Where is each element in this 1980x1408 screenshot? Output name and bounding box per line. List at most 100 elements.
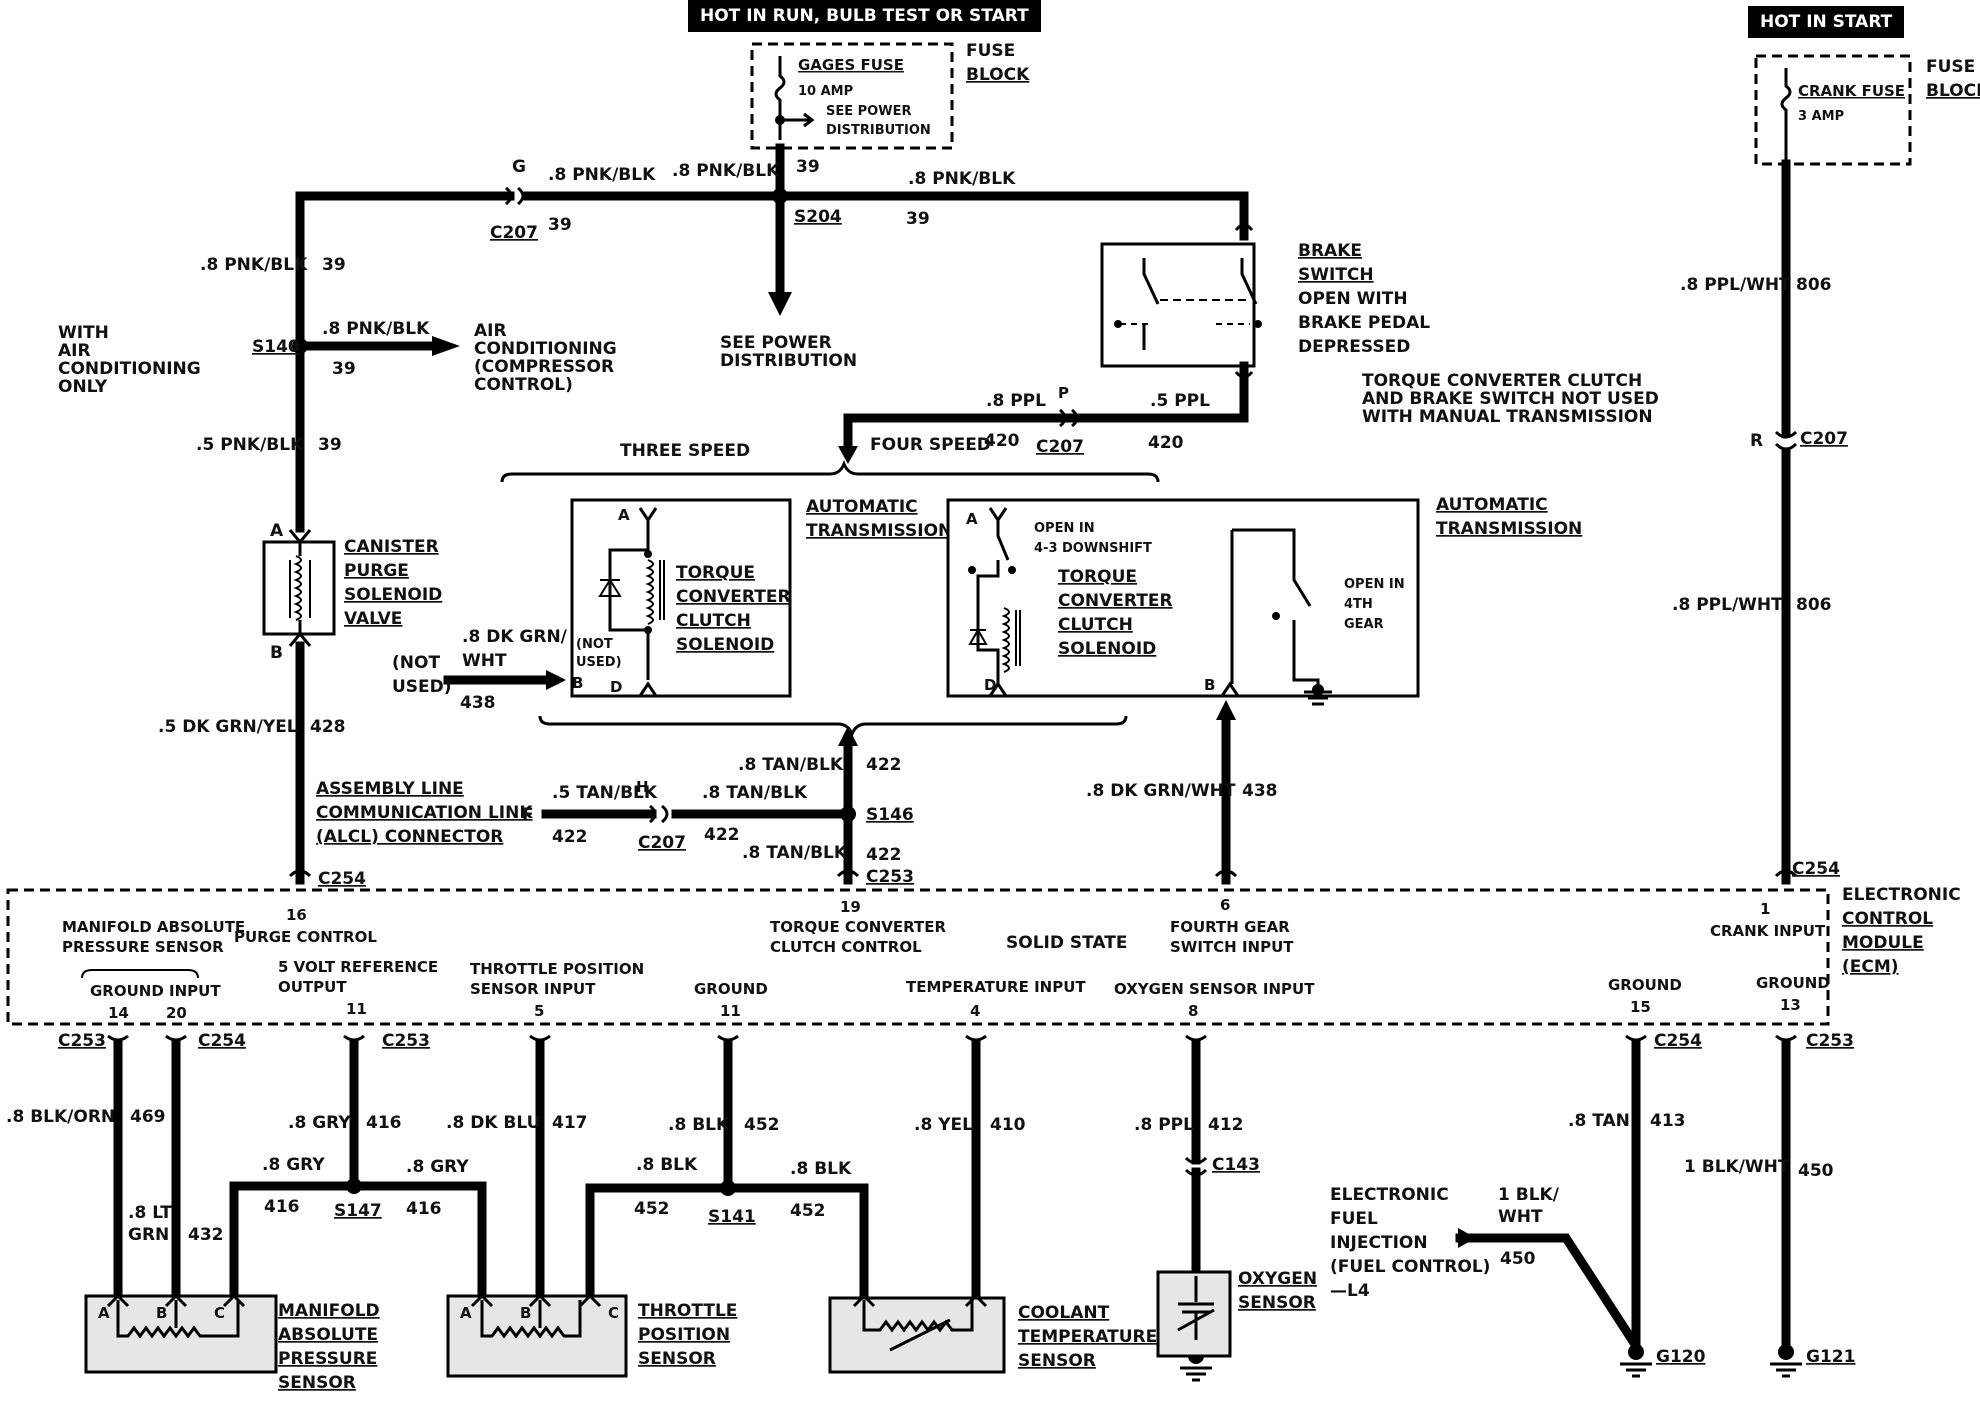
ecm-pin-13: 13 [1780,996,1801,1014]
efi-1: ELECTRONIC [1330,1185,1449,1205]
ecm-vref-1: 5 VOLT REFERENCE [278,958,438,976]
brake-line-3: OPEN WITH [1298,289,1408,309]
tps-sensor [446,1293,628,1378]
wire-432-2: GRN [128,1225,169,1245]
gages-fuse-block: GAGES FUSE 10 AMP SEE POWER DISTRIBUTION… [750,41,1030,150]
ground-g120-icon [1620,1344,1652,1378]
tcc3-line-1: TORQUE [676,563,755,583]
left-wire-top: .8 PNK/BLK [200,255,308,275]
ecm-tps-1: THROTTLE POSITION [470,960,644,978]
top-bus-wires [295,143,1254,316]
ecm-fourth-2: SWITCH INPUT [1170,938,1294,956]
ecm-pin-6: 6 [1220,896,1230,914]
crank-wire-low: .8 PPL/WHT [1672,595,1783,615]
ecm-pin-5: 5 [534,1002,544,1020]
see-power-2: DISTRIBUTION [720,351,857,371]
bus-connector-letter: G [512,157,526,177]
ecm-fourth-1: FOURTH GEAR [1170,918,1290,936]
splice-s141: S141 [708,1207,756,1227]
cts-label-1: COOLANT [1018,1303,1110,1323]
brake-wire-left: .8 PPL [986,391,1046,411]
hot-in-start-label: HOT IN START [1748,6,1905,38]
bottom-wires [107,1034,1797,1353]
wire-452-right: .8 BLK [790,1159,852,1179]
splice-s140: S140 [252,337,300,357]
wire-432-1: .8 LT [128,1203,172,1223]
bus-wire-right: .8 PNK/BLK [908,169,1016,189]
efi-4: (FUEL CONTROL) [1330,1257,1490,1277]
cts-label-3: SENSOR [1018,1351,1096,1371]
left-wire-lower: .5 PNK/BLK [196,435,304,455]
brake-line-2: SWITCH [1298,265,1374,285]
ac-line-4: CONTROL) [474,375,573,395]
map-sensor [84,1293,278,1374]
circuit-412: 412 [1208,1115,1244,1135]
wire-438-left [443,670,566,690]
ecm-box [6,888,1830,1026]
ecm-purge: PURGE CONTROL [234,928,377,946]
tcc-circuit-top: 422 [866,755,902,775]
circuit-416-left: 416 [264,1197,300,1217]
coolant-sensor [828,1293,1006,1374]
wire-416-right: .8 GRY [406,1157,469,1177]
canister-purge-solenoid [262,529,336,647]
tcc-connector-c207: C207 [638,833,686,853]
ground-g121-icon [1770,1344,1802,1378]
ecm-vref-2: OUTPUT [278,978,347,996]
ac-circuit: 39 [332,359,356,379]
left-branch-wires [288,191,460,885]
connector-c143: C143 [1212,1155,1260,1175]
tcc-circuit-low: 422 [866,845,902,865]
brake-circuit-left: 420 [984,431,1020,451]
map-label-1: MANIFOLD [278,1301,380,1321]
tps-pin-a: A [460,1304,472,1322]
oxygen-sensor [1156,1270,1232,1358]
open-4th-2: 4TH [1344,597,1373,612]
canister-line-4: VALVE [344,609,402,629]
bottom-c253-c: C253 [1806,1031,1854,1051]
ecm-pin-15: 15 [1630,998,1651,1016]
tcc3-line-3: CLUTCH [676,611,751,631]
with-ac-2: AIR [58,341,91,361]
brake-wire-right: .5 PPL [1150,391,1210,411]
brake-note-2: AND BRAKE SWITCH NOT USED [1362,389,1659,409]
brake-connector-letter: P [1058,384,1069,402]
fuse-block-label-1: FUSE [966,41,1015,61]
fuse-block-right-label-2: BLOCK [1926,81,1980,101]
ecm-ground-bracket [81,969,199,979]
canister-circuit: 428 [310,717,346,737]
wire-452-left: .8 BLK [636,1155,698,1175]
gages-fuse-rating: 10 AMP [798,84,853,99]
ecm-ground: GROUND [694,980,768,998]
ecm-o2: OXYGEN SENSOR INPUT [1114,980,1315,998]
tps-label-1: THROTTLE [638,1301,737,1321]
circuit-452-left: 452 [634,1199,670,1219]
efi-5: —L4 [1330,1281,1370,1301]
tcc-wire-low: .8 TAN/BLK [742,843,848,863]
map-label-4: SENSOR [278,1373,356,1393]
tcc-circuit-f: 422 [552,827,588,847]
ecm-tcc-2: CLUTCH CONTROL [770,938,922,956]
with-ac-4: ONLY [58,377,108,397]
gages-fuse-name: GAGES FUSE [798,56,904,74]
circuit-432: 432 [188,1225,224,1245]
tcc3-line-2: CONVERTER [676,587,791,607]
three-speed: THREE SPEED [620,441,750,461]
gages-fuse-note-1: SEE POWER [826,104,911,119]
o2-label-1: OXYGEN [1238,1269,1317,1289]
o2-label-2: SENSOR [1238,1293,1316,1313]
circuit-438-left: 438 [460,693,496,713]
ecm-map-1: MANIFOLD ABSOLUTE [62,918,245,936]
ecm-pin-19: 19 [840,898,861,916]
canister-pin-a: A [270,521,284,541]
wire-438-right-label: .8 DK GRN/WHT [1086,781,1236,801]
ecm-tcc-1: TORQUE CONVERTER [770,918,946,936]
tcc-connector-c253: C253 [866,867,914,887]
tcc4-line-4: SOLENOID [1058,639,1156,659]
ecm-title-4: (ECM) [1842,957,1899,977]
tcc4-line-1: TORQUE [1058,567,1137,587]
ac-line-1: AIR [474,321,507,341]
map-pin-a: A [98,1304,110,1322]
ecm-ground3: GROUND [1756,974,1830,992]
wire-438-right [1214,700,1238,885]
